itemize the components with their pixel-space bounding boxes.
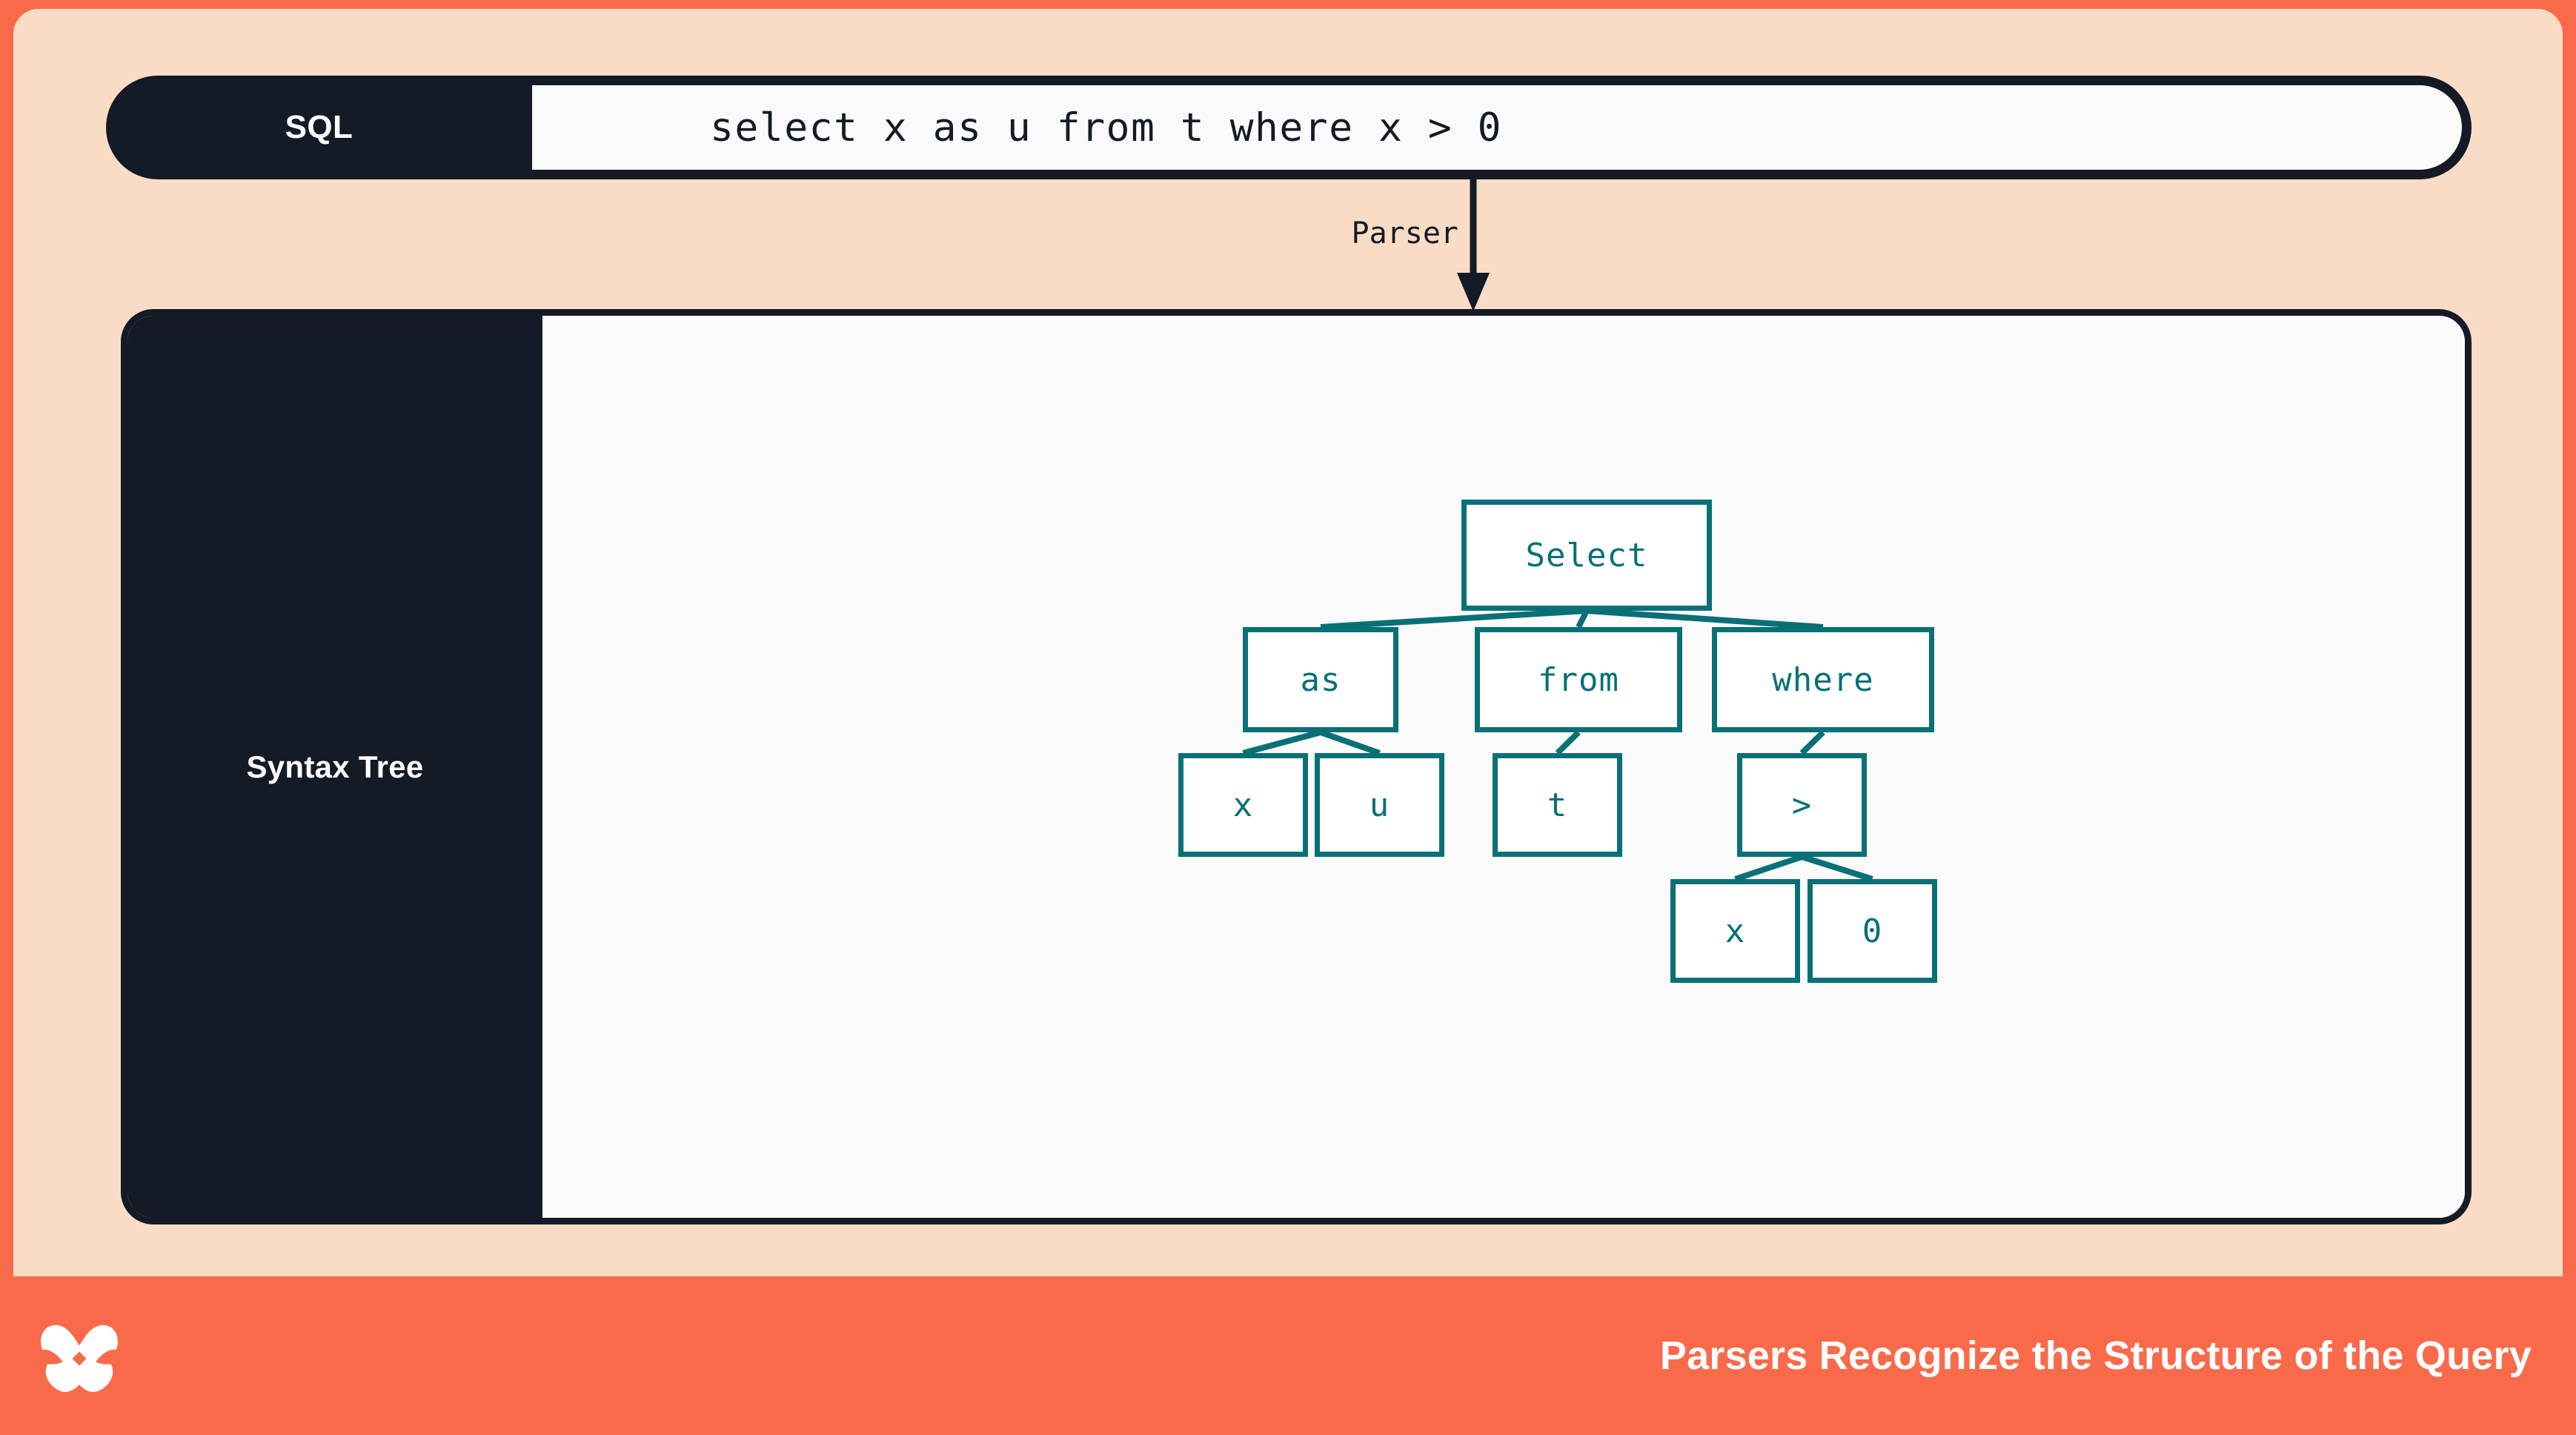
syntax-tree-sidebar: Syntax Tree <box>127 316 542 1218</box>
tree-edges <box>1242 608 1873 882</box>
tree-node-zero[interactable]: 0 <box>1807 879 1937 983</box>
sql-query-field[interactable]: select x as u from t where x > 0 <box>532 85 2462 170</box>
parser-label: Parser <box>1351 216 1459 251</box>
peach-canvas: SQL select x as u from t where x > 0 Par… <box>13 9 2563 1276</box>
tree-node-label: as <box>1300 660 1341 699</box>
tree-node-t[interactable]: t <box>1493 753 1622 857</box>
tree-node-label: > <box>1791 786 1813 824</box>
sql-query-text: select x as u from t where x > 0 <box>710 105 1503 150</box>
arrow-down-icon <box>1457 179 1490 311</box>
tree-edge-select-from <box>1576 609 1590 629</box>
tree-node-label: x <box>1724 912 1746 950</box>
tree-node-gt[interactable]: > <box>1737 753 1867 857</box>
tree-node-label: u <box>1369 786 1390 824</box>
tree-node-label: where <box>1772 660 1874 699</box>
tree-node-x1[interactable]: x <box>1178 753 1308 857</box>
tree-edge-select-where <box>1586 608 1824 630</box>
sql-label: SQL <box>285 109 353 145</box>
tree-node-label: from <box>1538 660 1619 699</box>
tree-edge-from-t <box>1555 730 1581 755</box>
tree-node-u[interactable]: u <box>1315 753 1444 857</box>
footer-bar: Parsers Recognize the Structure of the Q… <box>0 1276 2576 1435</box>
syntax-tree-sidebar-label: Syntax Tree <box>246 749 424 784</box>
four-point-star-logo-icon <box>41 1325 118 1392</box>
tree-node-label: 0 <box>1862 912 1883 950</box>
tree-edge-gt-x2 <box>1734 854 1803 882</box>
parser-arrow-group: Parser <box>1303 179 1599 313</box>
tree-node-from[interactable]: from <box>1475 627 1682 732</box>
tree-edge-as-x1 <box>1242 729 1322 756</box>
syntax-tree-canvas: Select as from where x u t > x 0 <box>542 316 2465 1218</box>
footer-caption: Parsers Recognize the Structure of the Q… <box>1659 1333 2532 1378</box>
tree-node-where[interactable]: where <box>1712 627 1934 732</box>
tree-node-label: t <box>1547 786 1568 824</box>
tree-node-select[interactable]: Select <box>1461 500 1712 611</box>
tree-edge-select-as <box>1320 608 1587 630</box>
sql-input-row: SQL select x as u from t where x > 0 <box>106 76 2472 179</box>
syntax-tree-panel: Syntax Tree Select as from where x u t > x 0 <box>121 309 2472 1224</box>
tree-edge-where-gt <box>1799 730 1825 755</box>
tree-node-x2[interactable]: x <box>1670 879 1800 983</box>
tree-node-label: Select <box>1525 536 1648 574</box>
tree-edge-as-u <box>1319 729 1381 756</box>
tree-edge-gt-zero <box>1801 854 1873 882</box>
tree-node-label: x <box>1232 786 1254 824</box>
tree-node-as[interactable]: as <box>1243 627 1398 732</box>
